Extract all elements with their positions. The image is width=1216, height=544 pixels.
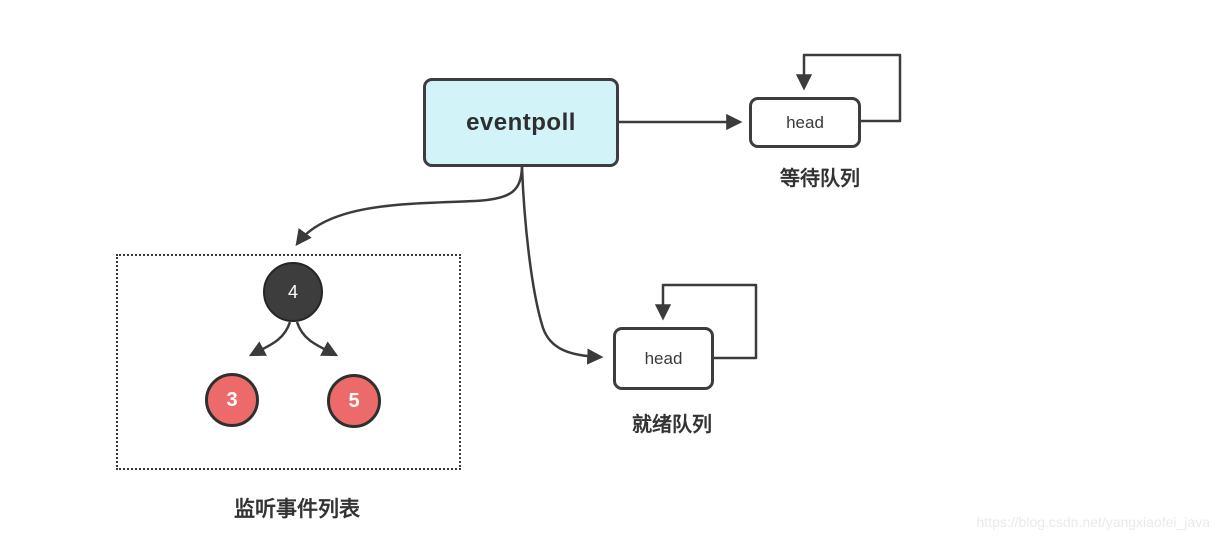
wait-queue-loop [795,53,902,123]
ready-queue-head-box: head [613,327,714,390]
ready-queue-head-label: head [644,348,683,368]
wait-queue-head-box: head [749,97,861,148]
arrow-eventpoll-to-event-list [295,166,524,246]
wait-queue-caption: 等待队列 [780,168,860,190]
tree-left-child-value: 3 [226,388,238,411]
tree-root-node: 4 [263,262,323,322]
watermark-url: https://blog.csdn.net/yangxiaofei_java [976,514,1211,530]
tree-right-child-node: 5 [327,374,381,428]
tree-left-child-node: 3 [205,373,259,427]
wait-queue-head-label: head [786,112,824,132]
arrow-root-to-left-child [248,321,292,357]
ready-queue-caption: 就绪队列 [632,414,712,436]
event-list-dotted-box [116,254,461,470]
arrow-eventpoll-to-ready-queue [520,166,604,365]
eventpoll-label: eventpoll [466,108,576,136]
tree-root-value: 4 [287,281,298,302]
ready-queue-loop [654,283,758,360]
event-list-caption: 监听事件列表 [234,498,360,521]
tree-right-child-value: 5 [348,389,360,412]
eventpoll-box: eventpoll [423,78,619,167]
arrow-root-to-right-child [295,321,339,357]
